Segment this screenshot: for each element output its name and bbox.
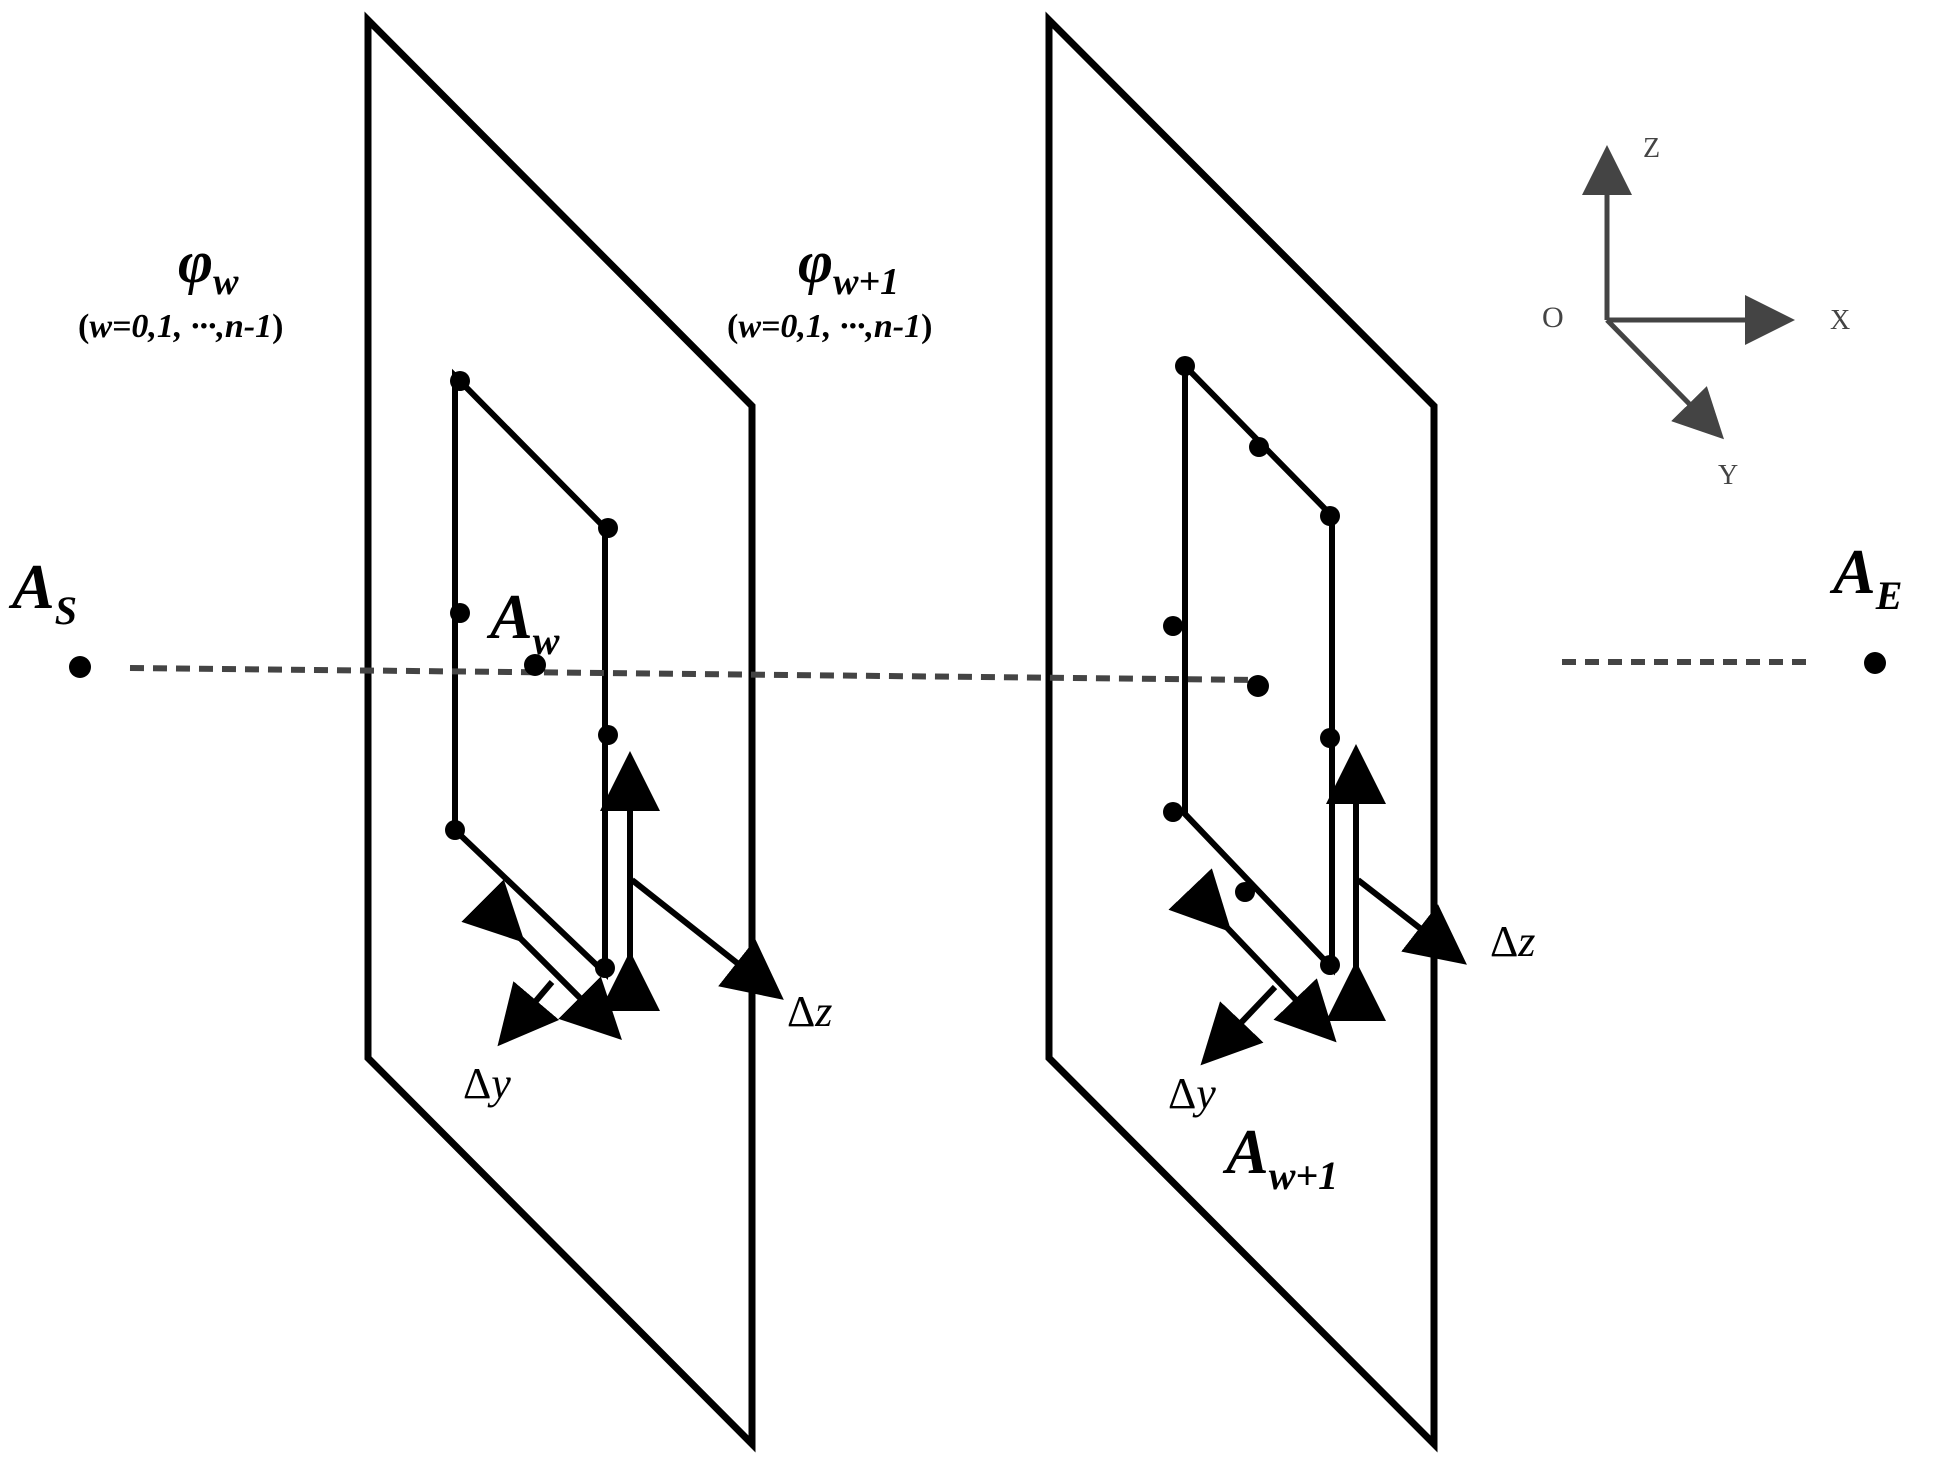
coordinate-axes [1582,145,1795,440]
label-a-s: AS [12,551,77,633]
point-right-tl [1175,356,1195,376]
label-dy-right: Δy [1168,1069,1216,1118]
label-phi-w1: φw+1 [798,229,900,303]
dy-double-arrow-left [461,879,622,1040]
point-right-bl [1163,802,1183,822]
point-ae [1864,652,1886,674]
points [69,356,1886,978]
label-axis-y: Y [1718,460,1739,491]
label-range-w1: (w=0,1, ···,n-1) [727,308,933,345]
point-right-ml [1163,616,1183,636]
label-a-w1: Aw+1 [1226,1116,1339,1198]
point-left-ml [450,603,470,623]
label-dy-left: Δy [463,1059,511,1108]
point-left-tr [598,518,618,538]
dy-double-arrow-right [1168,868,1337,1043]
label-axis-z: Z [1643,133,1661,164]
point-right-tr [1320,506,1340,526]
plane-phi-w1 [1045,11,1438,1453]
label-range-w: (w=0,1, ···,n-1) [78,308,284,345]
point-left-mr [598,725,618,745]
point-left-bl [445,820,465,840]
label-a-w: Aw [490,581,560,663]
point-left-tl [450,371,470,391]
dz-leader-right [1356,877,1467,965]
point-right-t2 [1249,437,1269,457]
label-axis-origin: O [1542,301,1564,334]
label-dz-left: Δz [787,987,833,1036]
point-right-b2 [1235,882,1255,902]
label-phi-w: φw [178,229,239,303]
axis-y [1605,318,1725,440]
path-line [129,665,1263,683]
point-right-br [1320,955,1340,975]
label-dz-right: Δz [1490,917,1536,966]
point-as [69,656,91,678]
point-right-mr [1320,728,1340,748]
plane-phi-w [364,11,756,1453]
label-a-e: AE [1833,536,1903,618]
point-aw [524,654,546,676]
point-aw1 [1247,675,1269,697]
dy-leader-left [497,980,560,1047]
label-axis-x: X [1830,305,1851,336]
dy-leader-right [1200,984,1278,1066]
dz-leader-left [630,877,784,1000]
point-left-br [595,958,615,978]
